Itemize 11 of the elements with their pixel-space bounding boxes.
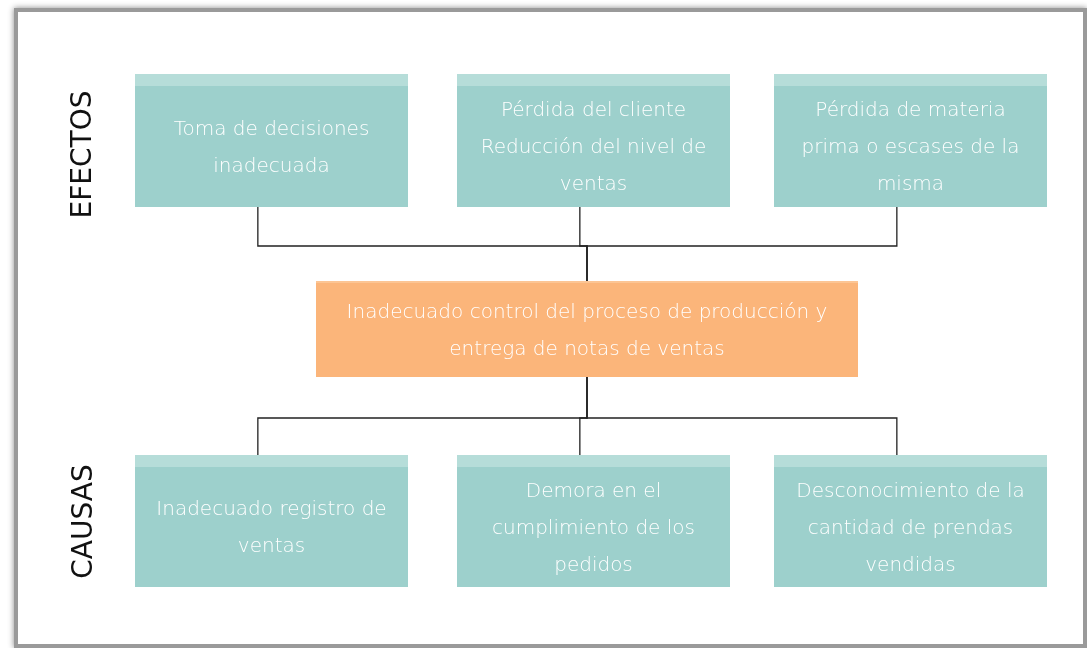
process-box: Demora en el cumplimiento de los pedidos — [457, 455, 730, 587]
process-box: Inadecuado registro de ventas — [135, 455, 408, 587]
process-box: Pérdida de materia prima o escases de la misma — [774, 74, 1047, 207]
connector-line — [586, 376, 898, 456]
section-label: EFECTOS — [65, 90, 99, 218]
problem-box: Inadecuado control del proceso de producción y entrega de notas de ventas — [316, 281, 858, 377]
process-box: Pérdida del cliente Reducción del nivel de ventas — [457, 74, 730, 207]
section-label: CAUSAS — [65, 463, 99, 579]
connector-line — [586, 206, 898, 282]
process-box: Toma de decisiones inadecuada — [135, 74, 408, 207]
process-box: Desconocimiento de la cantidad de prendas vendidas — [774, 455, 1047, 587]
